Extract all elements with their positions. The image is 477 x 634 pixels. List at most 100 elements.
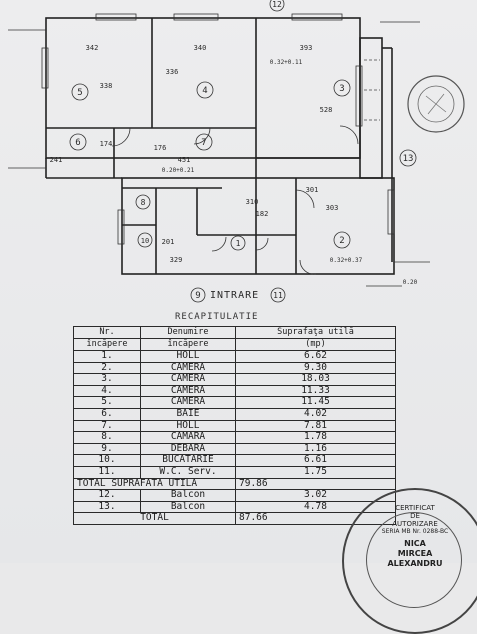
table-row: 11.W.C. Serv.1.75 [73,465,396,479]
cell-area: 3.02 [235,489,396,502]
cell-nr: 12. [73,489,141,502]
table-header-row: încăpere încăpere (mp) [73,338,396,351]
header-denumire: Denumire [140,326,236,339]
cell-area: 7.81 [235,419,396,433]
room-number-6: 6 [75,138,80,148]
cell-name: W.C. Serv. [140,465,236,479]
stamp-line: AUTORIZARE [392,520,438,528]
cell-name: CAMERA [140,361,236,375]
dimension-label: 176 [154,144,167,152]
room-numbers: 5 4 3 6 7 8 10 1 2 [69,79,351,251]
cell-nr: 10. [73,454,141,467]
room-number-10: 10 [141,237,149,245]
dimension-label: 451 [178,156,191,164]
dimension-label: 174 [100,140,113,148]
dimension-label: 338 [100,82,113,90]
total-label: TOTAL SUPRAFATA UTILA [73,477,236,491]
stamp-line: MIRCEA [397,549,433,558]
cell-name: CAMERA [140,396,236,409]
dimension-label: 301 [306,186,319,194]
cell-nr: 8. [73,431,141,444]
cell-name: HOLL [140,350,236,363]
cell-name: HOLL [140,419,236,433]
certification-stamp: CERTIFICAT DE AUTORIZARE SERIA MB Nr. 02… [342,488,477,634]
stamp-line: CERTIFICAT [395,504,435,512]
total-value: 79.86 [235,477,396,491]
header-denumire-sub: încăpere [140,338,236,351]
cell-area: 11.33 [235,384,396,398]
room-number-1: 1 [236,239,241,248]
dimension-label: 329 [170,256,183,264]
axis-label-13: 13 [403,154,414,164]
cell-nr: 9. [73,442,141,456]
cell-area: 1.16 [235,442,396,456]
cell-area: 1.75 [235,465,396,479]
room-number-2: 2 [339,236,344,246]
header-suprafata: Suprafaţa utilă [235,326,396,339]
cell-nr: 5. [73,396,141,409]
recap-title: RECAPITULATIE [175,312,259,322]
cell-name: BAIE [140,407,236,421]
floor-plan-drawing: 12 13 9 11 INTRARE 5 4 3 6 7 8 10 1 2 34… [8,0,465,303]
cell-name: CAMERA [140,384,236,398]
cell-area: 9.30 [235,361,396,375]
cell-area: 6.62 [235,350,396,363]
axis-label-9: 9 [195,291,200,301]
header-suprafata-sub: (mp) [235,338,396,351]
cell-nr: 7. [73,419,141,433]
level-label: 0.32+0.11 [270,59,303,66]
level-label: 0.32+0.37 [330,257,363,264]
cell-name: Balcon [140,500,236,514]
cell-name: CAMERA [140,373,236,386]
header-nr: Nr. [73,326,141,339]
cell-area: 1.78 [235,431,396,444]
axis-label-12: 12 [272,0,282,9]
axis-label-11: 11 [273,291,283,300]
dimension-label: 336 [166,68,179,76]
room-number-4: 4 [202,86,207,96]
room-number-8: 8 [141,198,146,207]
cell-nr: 13. [73,500,141,514]
cell-name: CAMARA [140,431,236,444]
room-number-5: 5 [77,88,82,98]
room-number-3: 3 [339,84,344,94]
dimension-label: 310 [246,198,259,206]
cell-nr: 11. [73,465,141,479]
dimension-label: 303 [326,204,339,212]
cell-nr: 6. [73,407,141,421]
dimension-label: 241 [50,156,63,164]
round-stamp-top [407,75,465,133]
cell-area: 18.03 [235,373,396,386]
cell-area: 6.61 [235,454,396,467]
dimension-label: 393 [300,44,313,52]
cell-name: DEBARA [140,442,236,456]
dimension-label: 528 [320,106,333,114]
dimension-label: 201 [162,238,175,246]
room-number-7: 7 [201,138,206,148]
level-label: 0.20 [403,279,418,286]
stamp-line: NICA [404,539,426,548]
level-label: 0.20+0.21 [162,167,195,174]
grand-total-label: TOTAL [73,512,236,525]
cell-name: Balcon [140,489,236,502]
entrance-label: INTRARE [210,290,259,301]
recap-table: Nr. Denumire Suprafaţa utilă încăpere în… [73,326,396,525]
header-nr-sub: încăpere [73,338,141,351]
plan-dimensions: 342 340 393 336 338 528 174 451 241 176 … [50,44,418,286]
dimension-label: 340 [194,44,207,52]
stamp-line: DE [410,512,420,520]
cell-area: 4.02 [235,407,396,421]
